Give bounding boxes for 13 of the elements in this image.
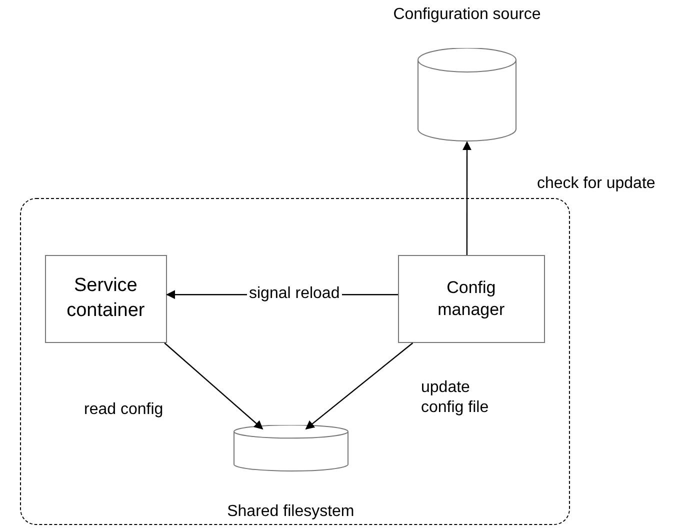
- arrow: [164, 342, 264, 430]
- box-label: Config manager: [436, 276, 506, 321]
- edge-label: check for update: [535, 174, 658, 194]
- process-box: [44, 254, 167, 343]
- edge-label: read config: [82, 400, 166, 420]
- arrow: [305, 342, 414, 430]
- edge-label: signal reload: [247, 284, 342, 304]
- node-label: Configuration source: [393, 5, 541, 25]
- box-label: Service container: [66, 274, 146, 323]
- process-box: [398, 254, 545, 343]
- node-label: Shared filesystem: [227, 502, 354, 522]
- arrow: [462, 141, 472, 255]
- group-boundary: [20, 198, 570, 525]
